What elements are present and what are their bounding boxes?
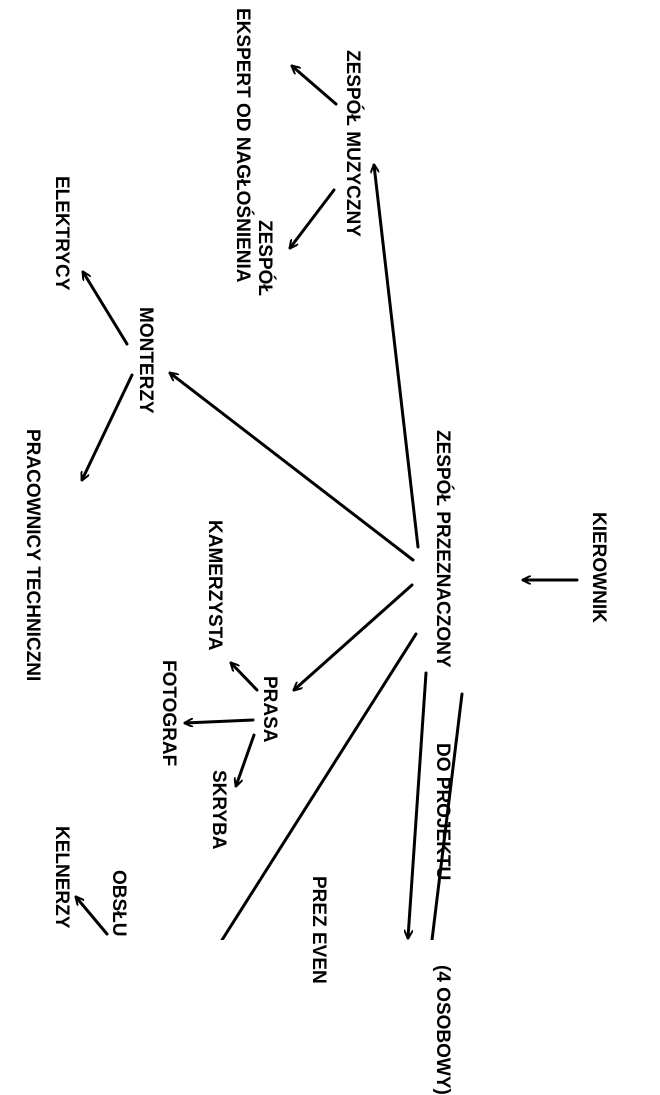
node-obsluga: OBSŁU [104, 870, 133, 937]
node-zespol-projektu-line2: DO PROJEKTU [432, 742, 453, 881]
node-kamerzysta-text: KAMERZYSTA [204, 520, 225, 651]
org-chart-diagram: KIEROWNIK ZESPÓŁ PRZEZNACZONY DO PROJEKT… [0, 0, 613, 1095]
node-fotograf-text: FOTOGRAF [158, 660, 179, 767]
arrow-muzyczny-to-ekspert [292, 66, 338, 106]
node-ekspert-line1: EKSPERT OD [232, 8, 253, 132]
node-zespol-projektu-line3: (4 OSOBOWY) [432, 965, 453, 1095]
node-skryba-text: SKRYBA [208, 770, 229, 850]
node-prezenterzy: PREZ EVEN [304, 876, 333, 984]
node-prezenterzy-line1: PREZ [308, 876, 329, 927]
arrow-prasa-to-skryba [236, 733, 256, 786]
arrow-projekt-to-monterzy [170, 373, 415, 562]
node-elektrycy: ELEKTRYCY [47, 176, 76, 290]
node-zespol-muzyczny-text: ZESPÓŁ MUZYCZNY [342, 50, 363, 237]
arrow-projekt-to-zespol-muzyczny [374, 163, 420, 549]
node-kierownik-text: KIEROWNIK [588, 512, 609, 623]
arrow-prasa-to-kamerzysta [231, 663, 259, 692]
node-ekspert-line2: NAGŁOŚNIENIA [232, 136, 253, 283]
node-zespol-text: ZESPÓŁ [254, 220, 275, 297]
arrow-layer [0, 0, 579, 940]
node-elektrycy-text: ELEKTRYCY [51, 176, 72, 291]
arrow-monterzy-to-pracownicy [82, 373, 134, 480]
node-kamerzysta: KAMERZYSTA [200, 520, 229, 651]
node-zespol-muzyczny: ZESPÓŁ MUZYCZNY [338, 50, 367, 237]
node-prasa: PRASA [255, 676, 284, 743]
node-pracownicy-line2: TECHNICZNI [22, 566, 43, 682]
node-zespol-projektu: ZESPÓŁ PRZEZNACZONY DO PROJEKTU (4 OSOBO… [428, 430, 457, 1095]
node-kelnerzy: KELNERZY [47, 826, 76, 928]
node-monterzy: MONTERZY [131, 307, 160, 414]
node-skryba: SKRYBA [204, 770, 233, 850]
node-kierownik: KIEROWNIK [584, 512, 613, 623]
arrow-monterzy-to-elektrycy [83, 272, 129, 346]
line-projekt-to-prezenterzy-2 [430, 692, 464, 940]
node-prasa-text: PRASA [259, 676, 280, 743]
node-pracownicy-line1: PRACOWNICY [22, 429, 43, 561]
node-pracownicy: PRACOWNICY TECHNICZNI [18, 429, 47, 681]
line-projekt-to-obsluga [220, 632, 418, 940]
arrow-projekt-to-prasa [294, 583, 414, 690]
arrow-obsluga-to-kelnerzy [76, 897, 109, 936]
node-fotograf: FOTOGRAF [154, 660, 183, 766]
arrow-projekt-to-prezenterzy-1 [408, 671, 428, 940]
node-monterzy-text: MONTERZY [135, 307, 156, 414]
arrow-prasa-to-fotograf [183, 720, 255, 723]
node-obsluga-text: OBSŁU [108, 870, 129, 937]
node-ekspert: EKSPERT OD NAGŁOŚNIENIA [228, 8, 257, 283]
node-zespol: ZESPÓŁ [250, 220, 279, 296]
node-zespol-projektu-line1: ZESPÓŁ PRZEZNACZONY [432, 430, 453, 668]
arrow-muzyczny-to-zespol [290, 188, 336, 248]
node-kelnerzy-text: KELNERZY [51, 826, 72, 929]
